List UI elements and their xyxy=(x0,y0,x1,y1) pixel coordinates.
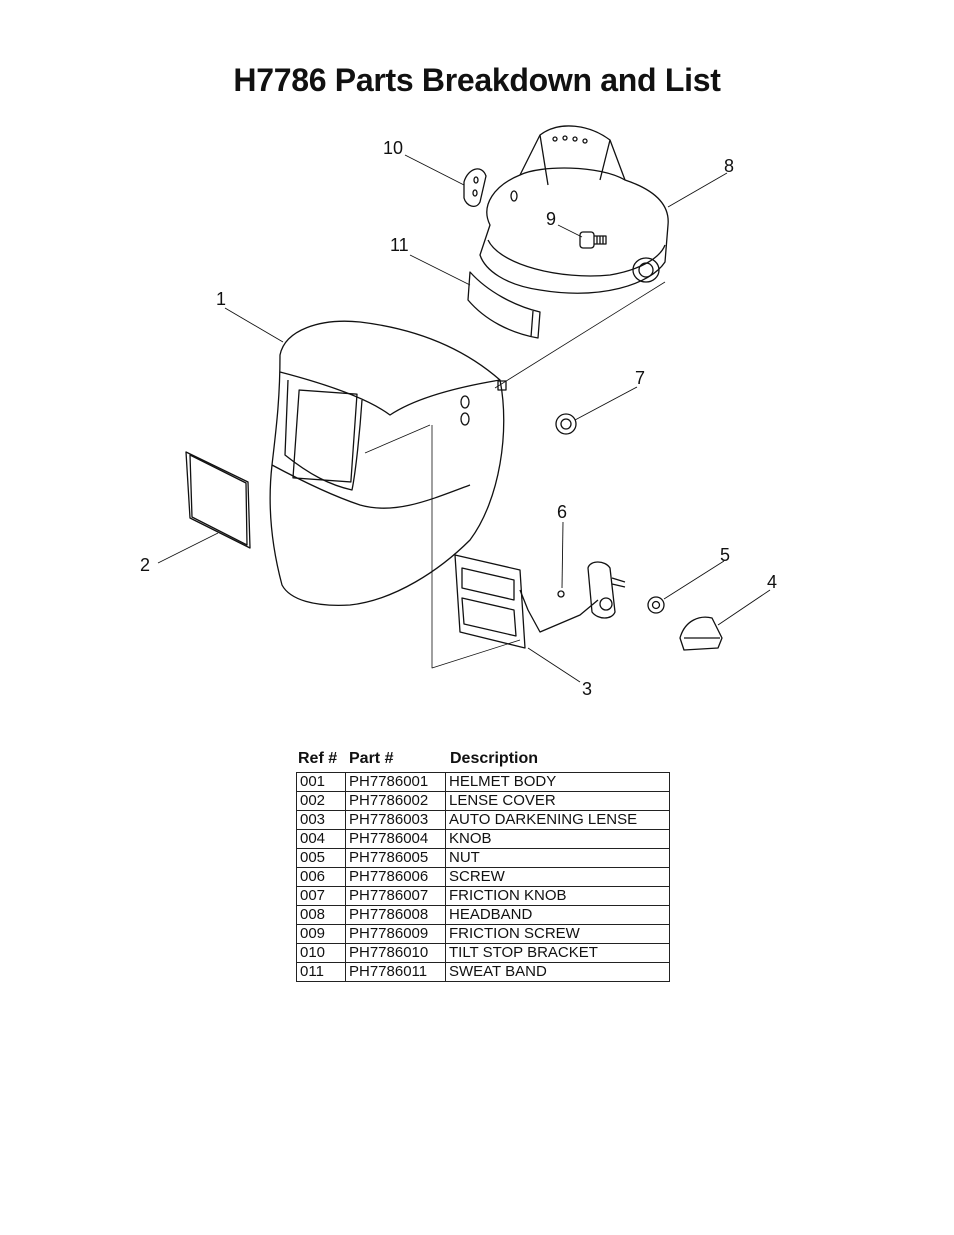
description-cell: SWEAT BAND xyxy=(445,962,670,982)
header-ref: Ref # xyxy=(298,750,338,767)
friction-knob-part xyxy=(555,413,577,435)
description-cell: HEADBAND xyxy=(445,905,670,925)
ref-cell: 006 xyxy=(296,867,346,887)
description-cell: SCREW xyxy=(445,867,670,887)
description-cell: TILT STOP BRACKET xyxy=(445,943,670,963)
part-number-cell: PH7786005 xyxy=(345,848,446,868)
part-number-cell: PH7786008 xyxy=(345,905,446,925)
callout-2: 2 xyxy=(140,555,150,575)
ref-cell: 003 xyxy=(296,810,346,830)
description-cell: KNOB xyxy=(445,829,670,849)
callout-4: 4 xyxy=(767,572,777,592)
ref-cell: 002 xyxy=(296,791,346,811)
callout-3: 3 xyxy=(582,679,592,699)
nut-part xyxy=(647,596,665,614)
callout-5: 5 xyxy=(720,545,730,565)
page-title: H7786 Parts Breakdown and List xyxy=(233,62,721,98)
ref-cell: 004 xyxy=(296,829,346,849)
callout-7: 7 xyxy=(635,368,645,388)
callout-1: 1 xyxy=(216,289,226,309)
description-cell: NUT xyxy=(445,848,670,868)
description-cell: FRICTION SCREW xyxy=(445,924,670,944)
part-number-cell: PH7786010 xyxy=(345,943,446,963)
screw-part xyxy=(557,590,565,598)
tilt-stop-bracket-part xyxy=(463,168,487,208)
part-number-cell: PH7786003 xyxy=(345,810,446,830)
part-number-cell: PH7786006 xyxy=(345,867,446,887)
callout-9: 9 xyxy=(546,209,556,229)
description-cell: FRICTION KNOB xyxy=(445,886,670,906)
ref-cell: 001 xyxy=(296,772,346,792)
header-part: Part # xyxy=(349,750,394,767)
auto-darkening-lense-part xyxy=(454,554,599,649)
callout-11: 11 xyxy=(390,235,409,255)
callout-6: 6 xyxy=(557,502,567,522)
ref-cell: 005 xyxy=(296,848,346,868)
ref-cell: 008 xyxy=(296,905,346,925)
helmet-body-part xyxy=(269,320,507,606)
ref-cell: 007 xyxy=(296,886,346,906)
knob-part xyxy=(679,616,723,651)
parts-exploded-diagram: 1 2 3 4 5 6 7 8 9 10 11 xyxy=(140,125,777,699)
part-number-cell: PH7786002 xyxy=(345,791,446,811)
headband-part xyxy=(479,125,669,294)
part-number-cell: PH7786009 xyxy=(345,924,446,944)
lense-cover-part xyxy=(185,451,251,549)
callout-8: 8 xyxy=(724,156,734,176)
control-module-part xyxy=(587,561,626,619)
part-number-cell: PH7786011 xyxy=(345,962,446,982)
part-number-cell: PH7786004 xyxy=(345,829,446,849)
part-number-cell: PH7786001 xyxy=(345,772,446,792)
callout-10: 10 xyxy=(383,138,403,158)
description-cell: AUTO DARKENING LENSE xyxy=(445,810,670,830)
ref-cell: 010 xyxy=(296,943,346,963)
ref-cell: 011 xyxy=(296,962,346,982)
sweat-band-part xyxy=(467,271,541,339)
friction-screw-part xyxy=(579,231,607,249)
description-cell: LENSE COVER xyxy=(445,791,670,811)
header-description: Description xyxy=(450,750,539,767)
ref-cell: 009 xyxy=(296,924,346,944)
part-number-cell: PH7786007 xyxy=(345,886,446,906)
description-cell: HELMET BODY xyxy=(445,772,670,792)
